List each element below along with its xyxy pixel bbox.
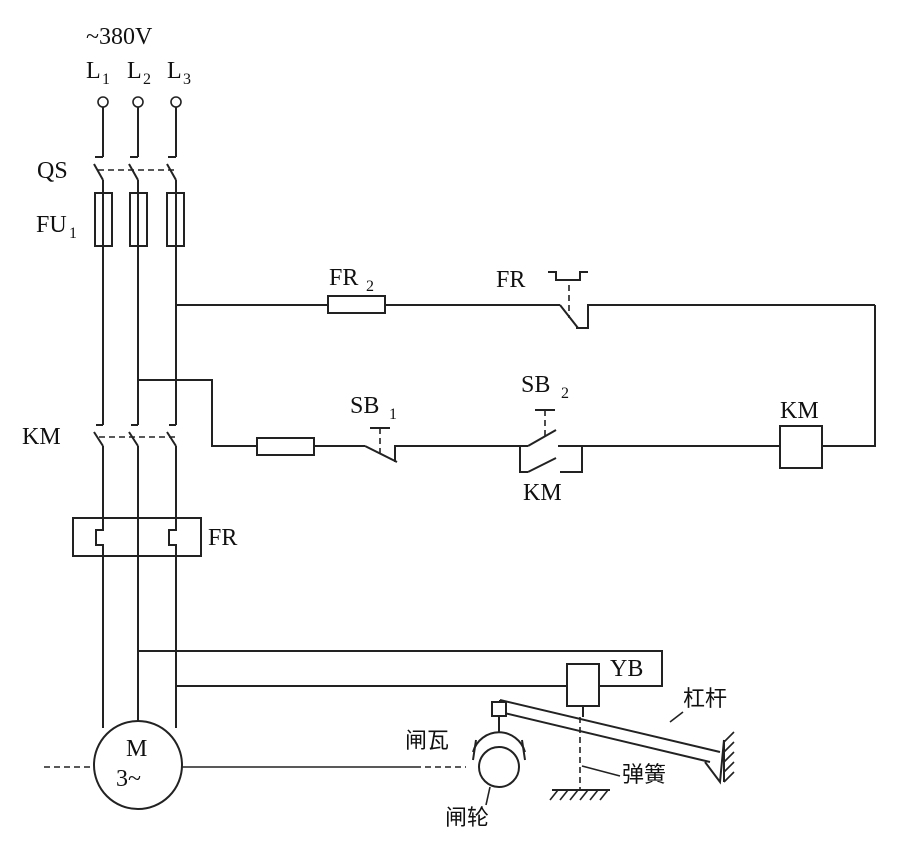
supply-voltage-label: ~380V	[86, 24, 153, 50]
fr-main-label: FR	[208, 525, 237, 551]
sb1-label: SB 1	[350, 393, 397, 423]
phase-label-l3: L 3	[167, 58, 191, 88]
ground-symbol	[549, 789, 610, 801]
svg-text:L: L	[127, 58, 142, 84]
fr-nc-contact	[548, 271, 875, 329]
phase-label-l2: L 2	[127, 58, 151, 88]
fr-thermal-relay	[72, 517, 202, 557]
main-power-lines	[102, 246, 177, 425]
sb2-start-button	[520, 409, 582, 447]
brake-shoe	[472, 731, 526, 761]
fu1-fuses	[94, 192, 185, 247]
svg-text:L: L	[86, 58, 101, 84]
brake-lever	[499, 699, 735, 785]
yb-supply-wire	[138, 650, 663, 687]
qs-label: QS	[37, 158, 68, 184]
svg-text:1: 1	[69, 225, 77, 242]
wheel-leader	[485, 786, 491, 806]
km-to-fr-lines	[102, 446, 177, 518]
svg-text:FR: FR	[329, 265, 358, 291]
km-hold-label: KM	[523, 480, 562, 506]
fu1-label: FU 1	[36, 212, 77, 242]
km-main-contacts	[93, 424, 177, 447]
svg-text:SB: SB	[521, 372, 550, 398]
svg-text:3: 3	[183, 71, 191, 88]
spring-leader	[581, 765, 621, 777]
motor-label-m: M	[126, 736, 147, 762]
sb1-stop-button	[364, 427, 520, 463]
fr-contact-label: FR	[496, 267, 525, 293]
terminal-l3	[170, 96, 182, 108]
km-coil-label: KM	[780, 398, 819, 424]
yb-solenoid	[566, 663, 600, 707]
sb2-label: SB 2	[521, 372, 569, 402]
svg-text:1: 1	[102, 71, 110, 88]
svg-text:2: 2	[366, 278, 374, 295]
svg-text:L: L	[167, 58, 182, 84]
fr2-label: FR 2	[329, 265, 374, 295]
fr2-fuse	[327, 295, 386, 314]
qs-switch	[93, 156, 177, 193]
control-fuse	[256, 437, 315, 456]
wheel-label: 闸轮	[445, 806, 489, 831]
shoe-pivot	[491, 701, 507, 717]
svg-text:FU: FU	[36, 212, 67, 238]
supply-wires	[102, 107, 177, 157]
svg-text:2: 2	[561, 385, 569, 402]
brake-wheel	[478, 746, 520, 788]
shoe-label: 闸瓦	[405, 729, 449, 754]
control-branch-wire	[138, 379, 257, 447]
lever-leader	[669, 711, 684, 723]
motor	[93, 720, 183, 810]
yb-label: YB	[610, 656, 643, 682]
control-right-wire	[822, 305, 876, 447]
terminal-l2	[132, 96, 144, 108]
phase-label-l1: L 1	[86, 58, 110, 88]
svg-text:SB: SB	[350, 393, 379, 419]
km-coil	[779, 425, 823, 469]
fr-to-motor-lines	[102, 556, 177, 728]
svg-text:1: 1	[389, 406, 397, 423]
motor-label-phase: 3~	[116, 766, 141, 792]
km-main-label: KM	[22, 424, 61, 450]
km-hold-contact	[519, 446, 583, 473]
svg-text:2: 2	[143, 71, 151, 88]
spring-label: 弹簧	[622, 763, 666, 788]
terminal-l1	[97, 96, 109, 108]
lever-label: 杠杆	[683, 687, 727, 712]
